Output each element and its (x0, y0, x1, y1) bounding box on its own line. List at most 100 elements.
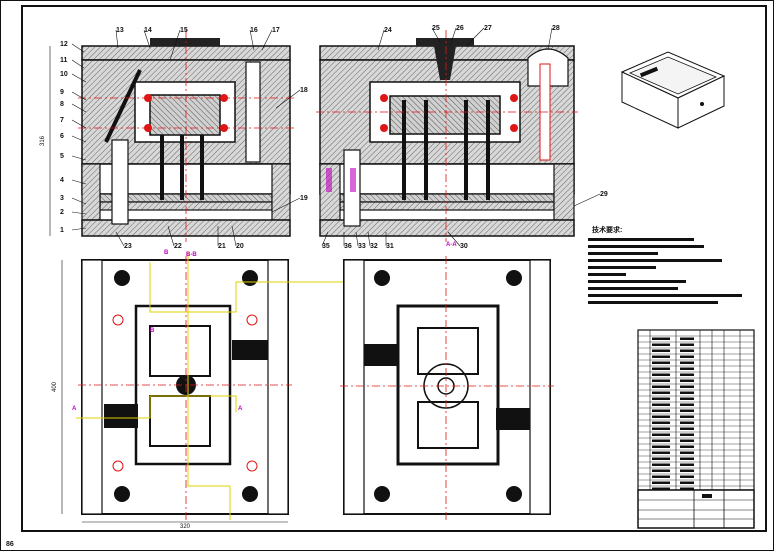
bom-cell-text (652, 403, 670, 406)
part-leader-18 (275, 89, 301, 109)
part-label-6: 6 (60, 133, 64, 140)
left-cooling-hole-4 (220, 124, 228, 132)
title-mark (702, 494, 712, 498)
right-core-insert (389, 95, 501, 135)
part-leader-13 (115, 29, 119, 49)
left-cooling-hole-3 (144, 124, 152, 132)
technical-notes: 技术要求: (588, 225, 742, 304)
right-sprue-bushing (416, 38, 474, 80)
part-leader-3 (71, 197, 87, 205)
bom-cell-text (680, 463, 694, 466)
part-label-2: 2 (60, 209, 64, 216)
right-plan-slide-2 (496, 408, 530, 430)
part-label-10: 10 (60, 71, 68, 78)
part-label-3: 3 (60, 195, 64, 202)
bom-cell-text (680, 343, 694, 346)
part-leader-7 (71, 119, 87, 129)
part-leader-27 (465, 27, 485, 47)
part-leader-26 (449, 27, 457, 47)
left-plan-rail-l (81, 259, 103, 515)
right-space-block-r (553, 163, 575, 221)
notes-line-2 (588, 245, 704, 248)
bom-cell-text (680, 403, 694, 406)
part-label-12: 12 (60, 41, 68, 48)
part-label-16: 16 (250, 27, 258, 34)
left-cooling-hole-2 (220, 94, 228, 102)
bom-cell-text (680, 445, 694, 448)
bom-cell-text (680, 487, 694, 490)
bom-cell-text (680, 361, 694, 364)
bom-cell-text (652, 367, 670, 370)
section-cut-line-3 (187, 252, 231, 520)
bom-cell-text (680, 385, 694, 388)
right-plan-bolt-3 (374, 486, 390, 502)
bom-cell-text (680, 481, 694, 484)
part-label-20: 20 (236, 243, 244, 250)
bom-rows (638, 335, 754, 490)
part-leader-24 (377, 29, 385, 51)
bom-cell-text (652, 337, 670, 340)
bom-cell-text (652, 427, 670, 430)
part-leader-4 (71, 179, 87, 185)
product-box-inner (628, 56, 718, 95)
notes-line-7 (588, 280, 686, 283)
part-label-25: 25 (432, 25, 440, 32)
product-hole (700, 102, 704, 106)
part-leader-25 (431, 27, 441, 43)
right-plan-bolt-4 (506, 486, 522, 502)
part-label-35: 35 (322, 243, 330, 250)
left-plan-cavity-2 (149, 395, 211, 447)
part-label-30: 30 (460, 243, 468, 250)
right-spring-2 (350, 168, 356, 192)
right-spring-1 (326, 168, 332, 192)
bom-cell-text (680, 457, 694, 460)
bom-cell-text (652, 433, 670, 436)
left-plan-bolt-2 (242, 270, 258, 286)
bom-cell-text (680, 337, 694, 340)
section-cut-line (149, 262, 352, 313)
bom-cell-text (652, 409, 670, 412)
right-section-view (316, 30, 578, 242)
section-marker-2: B (164, 250, 169, 256)
part-label-28: 28 (552, 25, 560, 32)
bom-cell-text (652, 439, 670, 442)
notes-line-1 (588, 238, 694, 241)
part-leader-9 (71, 91, 87, 101)
left-plan-bolt-3 (114, 486, 130, 502)
right-plan-core-1 (417, 327, 479, 375)
left-plan-slide (232, 340, 268, 360)
left-space-block-l (81, 163, 101, 221)
right-ejector-plate-2 (339, 201, 555, 211)
right-plan-view (340, 256, 554, 520)
left-plan-bolt-4 (242, 486, 258, 502)
part-label-9: 9 (60, 89, 64, 96)
part-leader-33 (355, 231, 359, 247)
right-plan-bolt-1 (374, 270, 390, 286)
left-plan-pin-4 (246, 460, 258, 472)
left-plan-pin-1 (112, 314, 124, 326)
right-cooling-hole-2 (510, 94, 518, 102)
bom-cell-text (680, 421, 694, 424)
part-leader-32 (367, 231, 371, 247)
notes-line-3 (588, 252, 658, 255)
right-plan-bolt-2 (506, 270, 522, 286)
part-label-31: 31 (386, 243, 394, 250)
bom-cell-text (680, 427, 694, 430)
plan-dim-h-text: 320 (180, 524, 191, 530)
part-leader-14 (143, 29, 151, 49)
section-marker-3: B (150, 328, 155, 334)
notes-line-5 (588, 266, 656, 269)
part-label-11: 11 (60, 57, 68, 64)
right-cooling-hole-3 (380, 124, 388, 132)
notes-line-10 (588, 301, 718, 304)
part-label-5: 5 (60, 153, 64, 160)
bom-cell-text (652, 385, 670, 388)
part-leader-1 (71, 227, 87, 231)
bom-cell-text (652, 343, 670, 346)
left-section-view: 3 16 (40, 30, 296, 242)
bom-cell-text (652, 415, 670, 418)
part-leader-23 (115, 231, 125, 247)
section-marker-0: B-B (186, 252, 197, 258)
notes-line-4 (588, 259, 722, 262)
